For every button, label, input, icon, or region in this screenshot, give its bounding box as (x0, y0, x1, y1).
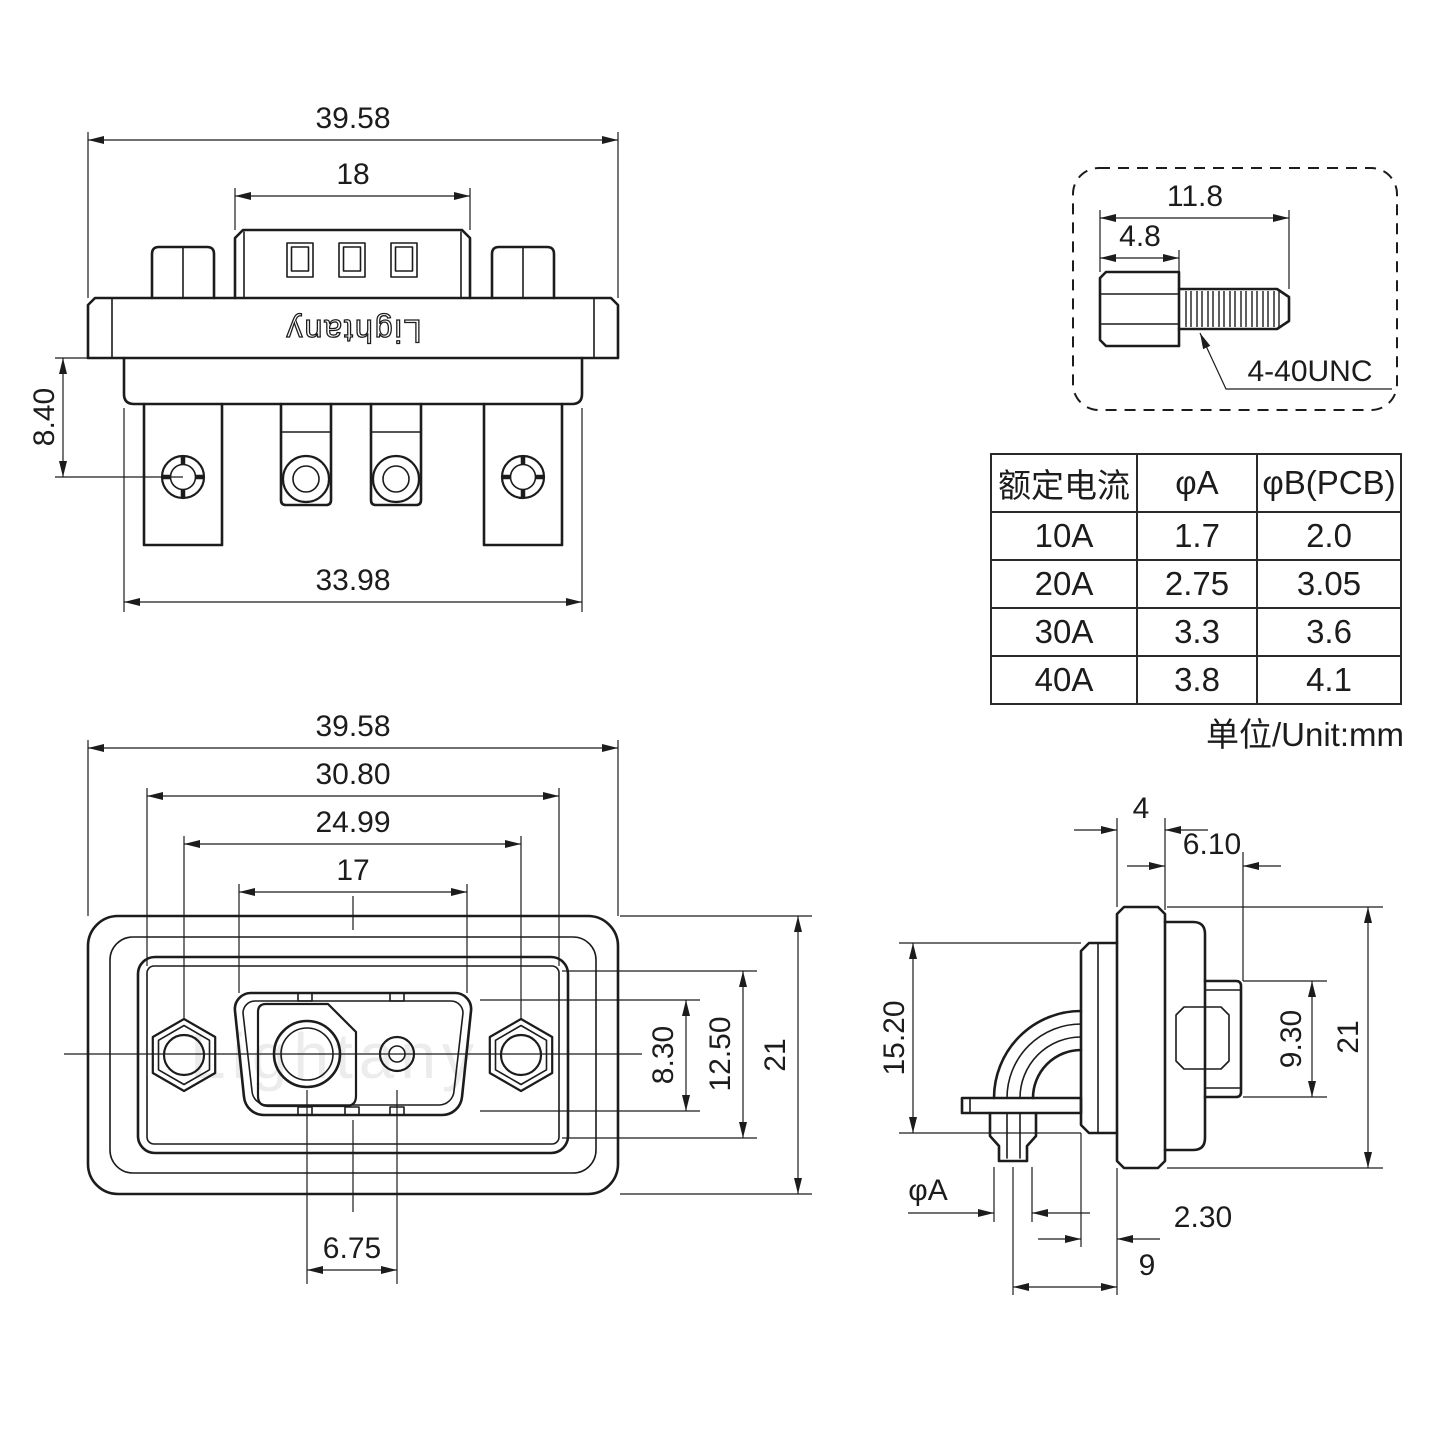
dim-side-front-length: 6.10 (1183, 828, 1241, 861)
dim-top-tail-span: 33.98 (315, 564, 390, 597)
dim-side-flange-thickness: 4 (1133, 792, 1150, 825)
dim-screw-hex: 4.8 (1119, 220, 1161, 253)
spec-cell-phi-b: 4.1 (1256, 655, 1402, 705)
dim-front-shell-width: 17 (336, 854, 369, 887)
front-view: Lightany (64, 710, 812, 1284)
top-view-dimensions: 39.58 18 8.40 33.98 (28, 102, 619, 612)
spec-row: 30A 3.3 3.6 (990, 607, 1402, 657)
dim-side-pin-setback: 9 (1139, 1249, 1156, 1282)
dim-top-bracket-drop: 8.40 (28, 388, 61, 446)
spec-cell-phi-b: 3.05 (1256, 559, 1402, 609)
side-view: 4 6.10 15.20 9.30 21 φA 2.30 9 (878, 792, 1383, 1295)
dim-front-opening-height: 8.30 (647, 1026, 680, 1084)
spec-cell-current: 10A (990, 511, 1138, 561)
dim-side-shroud-height: 9.30 (1275, 1010, 1308, 1068)
dim-top-overall-width: 39.58 (315, 102, 390, 135)
dim-side-rear-height: 15.20 (878, 1000, 911, 1075)
spec-cell-current: 40A (990, 655, 1138, 705)
dim-front-body-width: 30.80 (315, 758, 390, 791)
dim-front-shell-height: 12.50 (704, 1016, 737, 1091)
dim-screw-overall: 11.8 (1167, 180, 1223, 213)
spec-header-phi-b: φB(PCB) (1256, 453, 1402, 513)
front-view-outline (64, 896, 642, 1212)
dim-front-contact-pitch: 6.75 (323, 1232, 381, 1265)
spec-row: 20A 2.75 3.05 (990, 559, 1402, 609)
dim-front-mount-pitch: 24.99 (315, 806, 390, 839)
brand-engraving: Lightany (285, 313, 422, 349)
screw-dimensions: 11.8 4.8 4-40UNC (1099, 180, 1392, 390)
dim-side-rear-offset: 2.30 (1174, 1201, 1232, 1234)
side-view-dimensions: 4 6.10 15.20 9.30 21 φA 2.30 9 (878, 792, 1383, 1295)
spec-cell-phi-b: 2.0 (1256, 511, 1402, 561)
spec-header-phi-a: φA (1136, 453, 1258, 513)
top-view-outline: Lightany (86, 228, 620, 547)
spec-row: 10A 1.7 2.0 (990, 511, 1402, 561)
spec-header-current: 额定电流 (990, 453, 1138, 513)
dim-side-overall-height: 21 (1332, 1020, 1365, 1053)
screw-outline (1098, 270, 1291, 348)
unit-note: 单位/Unit:mm (1206, 716, 1404, 753)
spec-cell-current: 30A (990, 607, 1138, 657)
spec-cell-phi-a: 1.7 (1136, 511, 1258, 561)
side-view-outline (960, 905, 1243, 1170)
dim-front-overall-width: 39.58 (315, 710, 390, 743)
thread-label: 4-40UNC (1247, 355, 1372, 388)
top-view: Lightany 39.58 (28, 102, 620, 612)
spec-cell-phi-a: 3.8 (1136, 655, 1258, 705)
spec-cell-phi-a: 3.3 (1136, 607, 1258, 657)
spec-table: 额定电流 φA φB(PCB) 10A 1.7 2.0 20A 2.75 3.0… (990, 453, 1402, 705)
brand-watermark: Lightany (190, 1020, 480, 1092)
spec-row: 40A 3.8 4.1 (990, 655, 1402, 705)
front-view-dimensions: 39.58 30.80 24.99 17 8.30 12.50 21 6.75 (87, 710, 812, 1284)
screw-detail: 11.8 4.8 4-40UNC (1072, 167, 1398, 411)
detail-boundary (1072, 167, 1398, 411)
dim-front-overall-height: 21 (759, 1038, 792, 1071)
spec-cell-phi-b: 3.6 (1256, 607, 1402, 657)
spec-cell-phi-a: 2.75 (1136, 559, 1258, 609)
spec-cell-current: 20A (990, 559, 1138, 609)
dim-top-insert-width: 18 (336, 158, 369, 191)
spec-table-header-row: 额定电流 φA φB(PCB) (990, 453, 1402, 513)
dim-side-pin-diameter: φA (908, 1174, 947, 1207)
